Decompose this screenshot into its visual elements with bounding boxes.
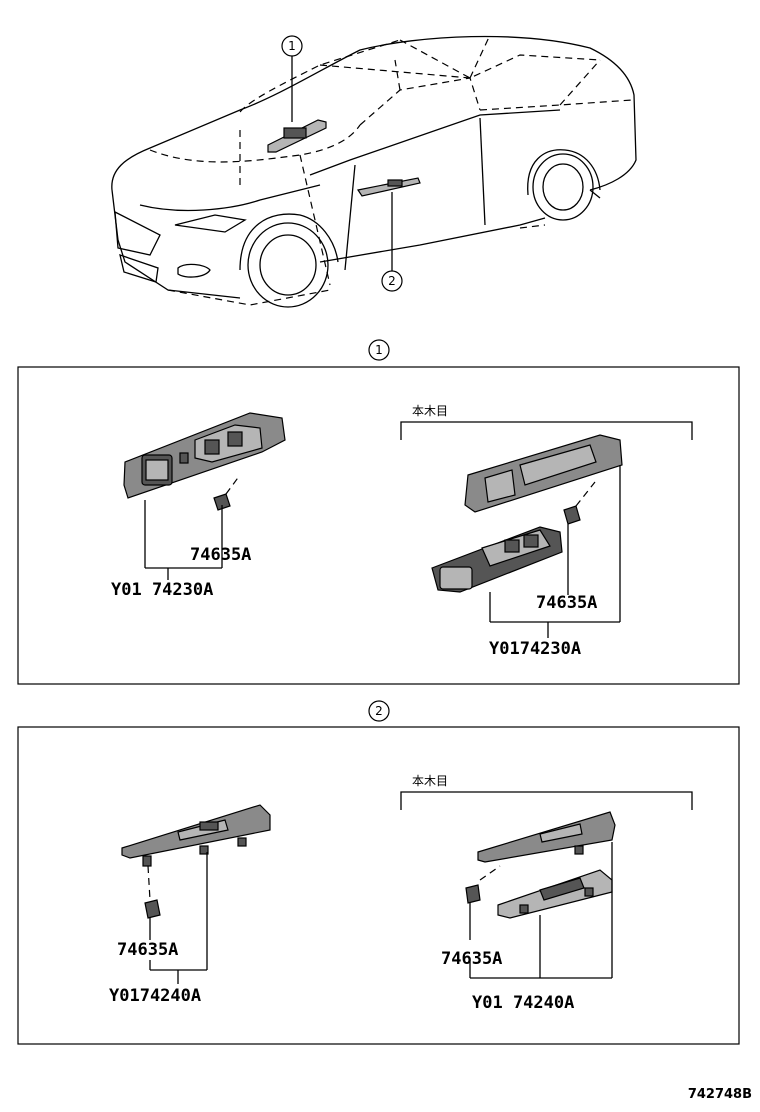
section-1-left-clip [213, 474, 241, 511]
section-1-left-clip-number: 74635A [190, 545, 251, 565]
section-2-frame [17, 726, 740, 1045]
section-1-right-bezel [464, 434, 623, 513]
section-1-header: 1 [368, 339, 390, 361]
illustration-code: 742748B [688, 1087, 752, 1102]
section-2-left-switch-number: Y0174240A [109, 986, 201, 1006]
section-1-left-leaders [144, 500, 223, 580]
svg-text:2: 2 [375, 704, 383, 718]
svg-text:2: 2 [388, 274, 396, 288]
section-2-header: 2 [368, 700, 390, 722]
section-1-left-switch-number: Y01 74230A [111, 580, 213, 600]
section-2-left-clip-number: 74635A [117, 940, 178, 960]
section-2-right-clip-number: 74635A [441, 949, 502, 969]
callout-2-car: 2 [381, 192, 403, 292]
section-1-left-switch-panel [123, 412, 286, 499]
svg-text:本木目: 本木目 [412, 774, 448, 788]
section-2-left-switch-panel [121, 804, 271, 867]
section-1-right-clip-number: 74635A [536, 593, 597, 613]
section-2-variant-bracket: 本木目 [400, 774, 693, 810]
section-1-right-leaders [489, 465, 621, 638]
section-2-right-clip [465, 865, 501, 904]
section-2-right-switch-unit [497, 869, 613, 919]
svg-text:1: 1 [375, 343, 383, 357]
section-1-frame [17, 366, 740, 685]
section-2-left-clip [144, 865, 161, 919]
section-2-right-leaders [469, 842, 613, 979]
section-1-variant-bracket: 本木目 [400, 404, 693, 440]
section-1-right-switch-number: Y0174230A [489, 639, 581, 659]
callout-1-car: 1 [281, 35, 303, 122]
section-2-right-switch-number: Y01 74240A [472, 993, 574, 1013]
car-illustration [111, 34, 637, 308]
svg-text:本木目: 本木目 [412, 404, 448, 418]
section-1-right-switch-unit [431, 526, 563, 593]
section-2-right-bezel [477, 811, 616, 863]
section-2-left-leaders [149, 852, 208, 984]
section-1-right-clip [563, 481, 596, 525]
svg-text:1: 1 [288, 39, 296, 53]
